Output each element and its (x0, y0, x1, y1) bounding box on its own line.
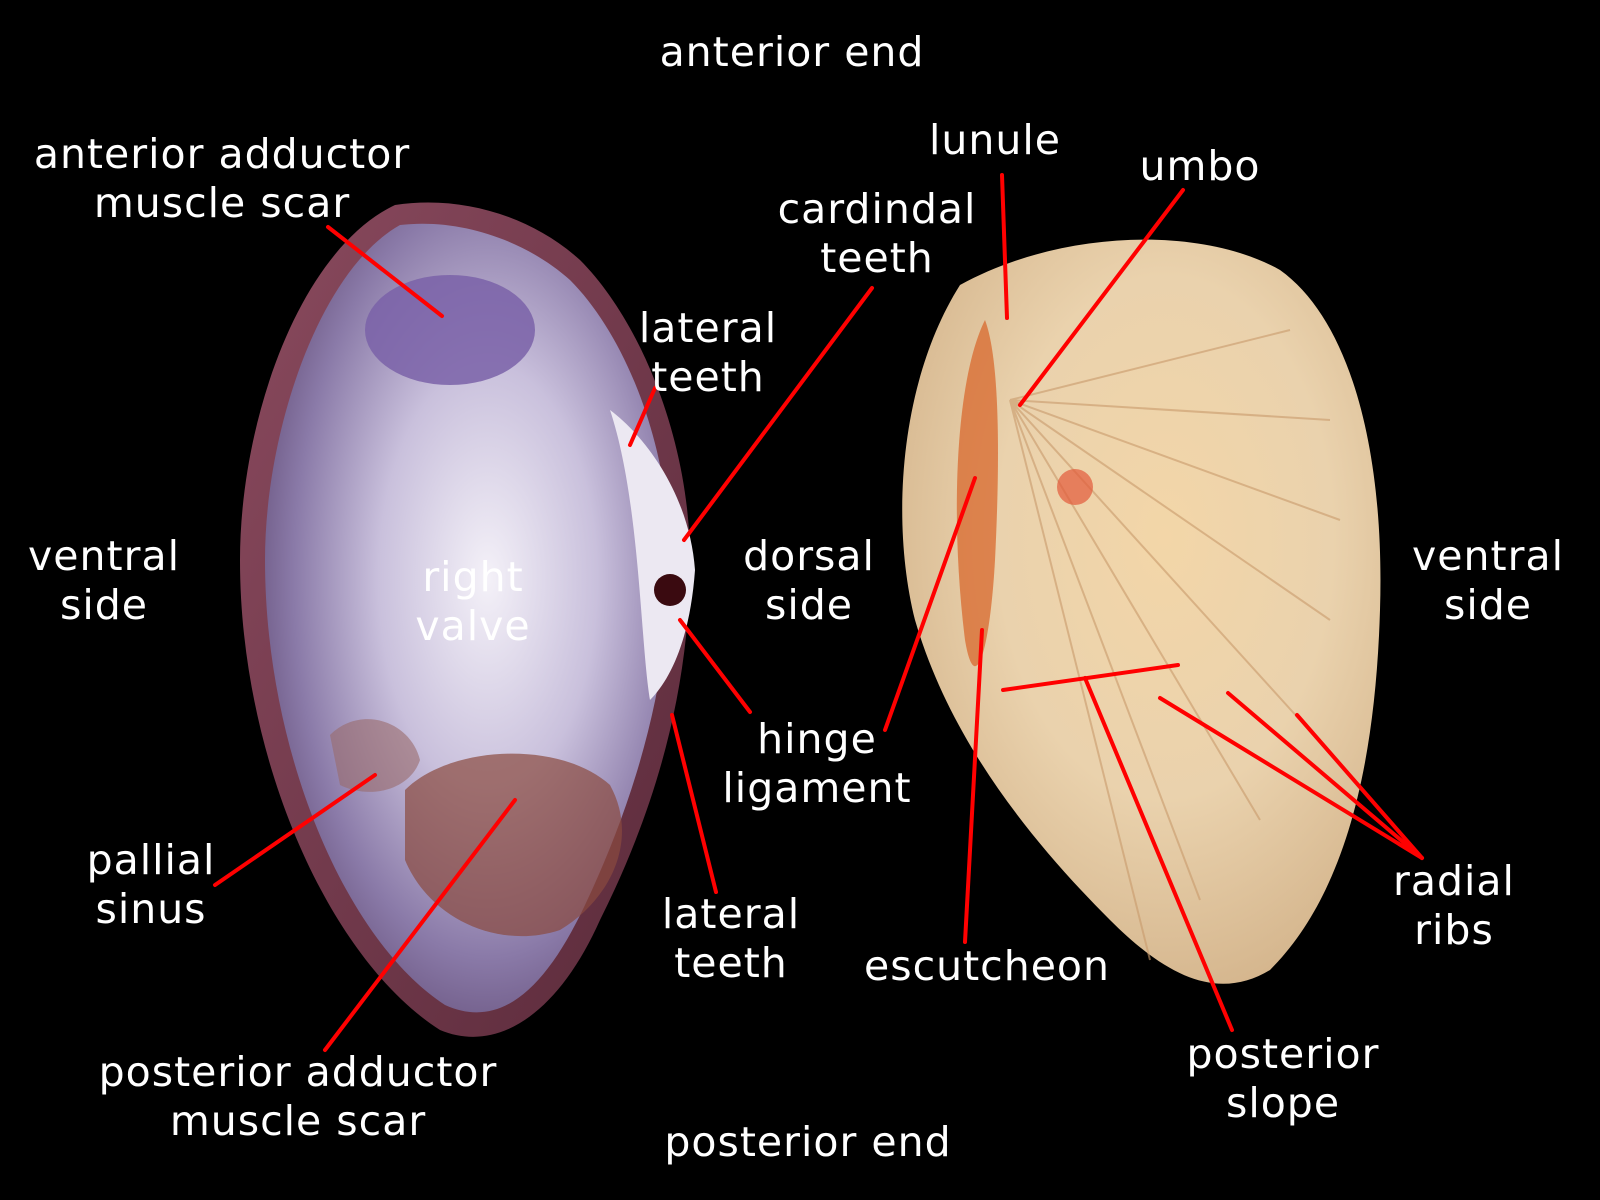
leader-lines (213, 173, 1424, 1052)
posterior-adductor-scar-shape (405, 753, 622, 937)
leader-escutcheon (963, 628, 984, 944)
leader-radial-ribs-3 (1295, 713, 1424, 860)
anterior-end-label: anterior end (659, 28, 925, 76)
hinge-plate (610, 410, 695, 700)
posterior-end-label: posterior end (664, 1118, 952, 1166)
leader-cardinal-teeth (682, 286, 874, 542)
escutcheon-label: escutcheon (863, 942, 1111, 990)
leader-hinge-ligament-to-shell (883, 476, 977, 732)
leader-posterior-slope-bar (1001, 663, 1180, 692)
escutcheon-strip (956, 320, 998, 667)
anterior-adductor-scar-shape (365, 275, 535, 385)
umbo-label: umbo (1139, 142, 1261, 190)
left-valve-illustration (902, 239, 1381, 984)
leader-radial-ribs-2 (1226, 691, 1424, 860)
leader-lateral-teeth-top (628, 386, 657, 447)
left-valve-shell (902, 239, 1381, 984)
leader-posterior-slope-stem (1083, 676, 1234, 1032)
leader-pallial-sinus (213, 773, 377, 887)
pallial-sinus-shape (330, 719, 420, 792)
leader-posterior-adductor (323, 798, 517, 1052)
leader-umbo (1018, 188, 1185, 407)
left-valve-ribs (1009, 329, 1341, 961)
leader-lateral-teeth-bottom (670, 713, 718, 894)
leader-radial-ribs-1 (1158, 696, 1424, 860)
lunule-label: lunule (929, 116, 1061, 164)
leader-anterior-adductor (326, 225, 444, 318)
leader-lunule (1000, 173, 1009, 320)
right-valve-illustration (240, 202, 695, 1037)
leader-hinge-ligament-to-valve (678, 618, 752, 714)
hinge-ligament-spot (654, 574, 686, 606)
shell-spot (1057, 469, 1093, 505)
